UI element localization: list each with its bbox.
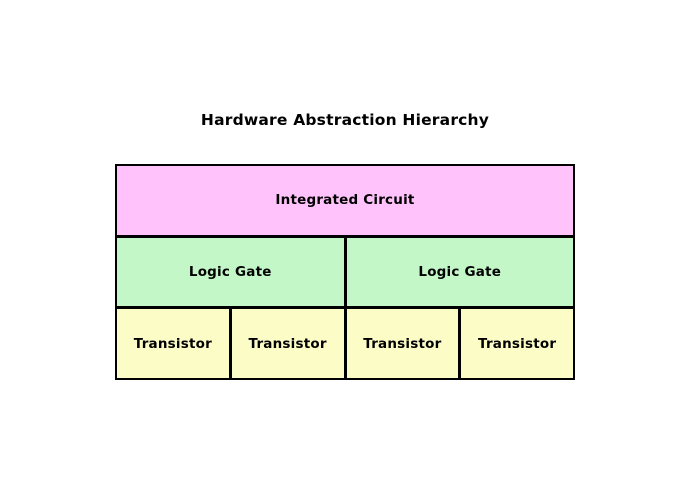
hierarchy-chart: Integrated Circuit Logic Gate Logic Gate… bbox=[115, 164, 575, 380]
block-transistor-1: Transistor bbox=[117, 309, 229, 379]
block-transistor-4: Transistor bbox=[461, 309, 573, 379]
block-logic-gate-2: Logic Gate bbox=[346, 237, 573, 307]
block-transistor-2: Transistor bbox=[231, 309, 344, 379]
level-logic-gate: Logic Gate Logic Gate bbox=[117, 237, 573, 307]
level-integrated-circuit: Integrated Circuit bbox=[117, 166, 573, 235]
diagram-title: Hardware Abstraction Hierarchy bbox=[200, 111, 490, 129]
block-logic-gate-1: Logic Gate bbox=[117, 237, 344, 307]
block-integrated-circuit: Integrated Circuit bbox=[117, 166, 573, 235]
block-transistor-3: Transistor bbox=[346, 309, 459, 379]
level-transistor: Transistor Transistor Transistor Transis… bbox=[117, 309, 573, 379]
